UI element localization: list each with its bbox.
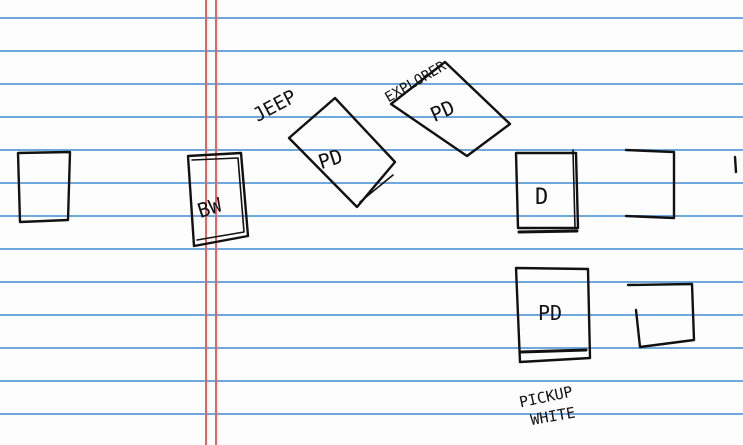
edge-mark bbox=[735, 157, 736, 172]
jeep-label: JEEP bbox=[250, 86, 301, 127]
margin-lines bbox=[206, 0, 216, 445]
label-group: JEEP EXPLORER PICKUP WHITE bbox=[250, 58, 577, 429]
empty-parking-box-left bbox=[18, 152, 70, 222]
jeep-box-scribble bbox=[360, 175, 393, 202]
pd-text-pickup: PD bbox=[538, 301, 562, 325]
d-text: D bbox=[535, 185, 548, 210]
box-text-group: BW PD PD D PD bbox=[194, 95, 562, 325]
pickup-box-base bbox=[521, 350, 586, 352]
bw-text: BW bbox=[194, 192, 225, 223]
jeep-box bbox=[289, 98, 395, 207]
pd-text-explorer: PD bbox=[427, 95, 459, 127]
d-car-underline bbox=[519, 231, 577, 232]
